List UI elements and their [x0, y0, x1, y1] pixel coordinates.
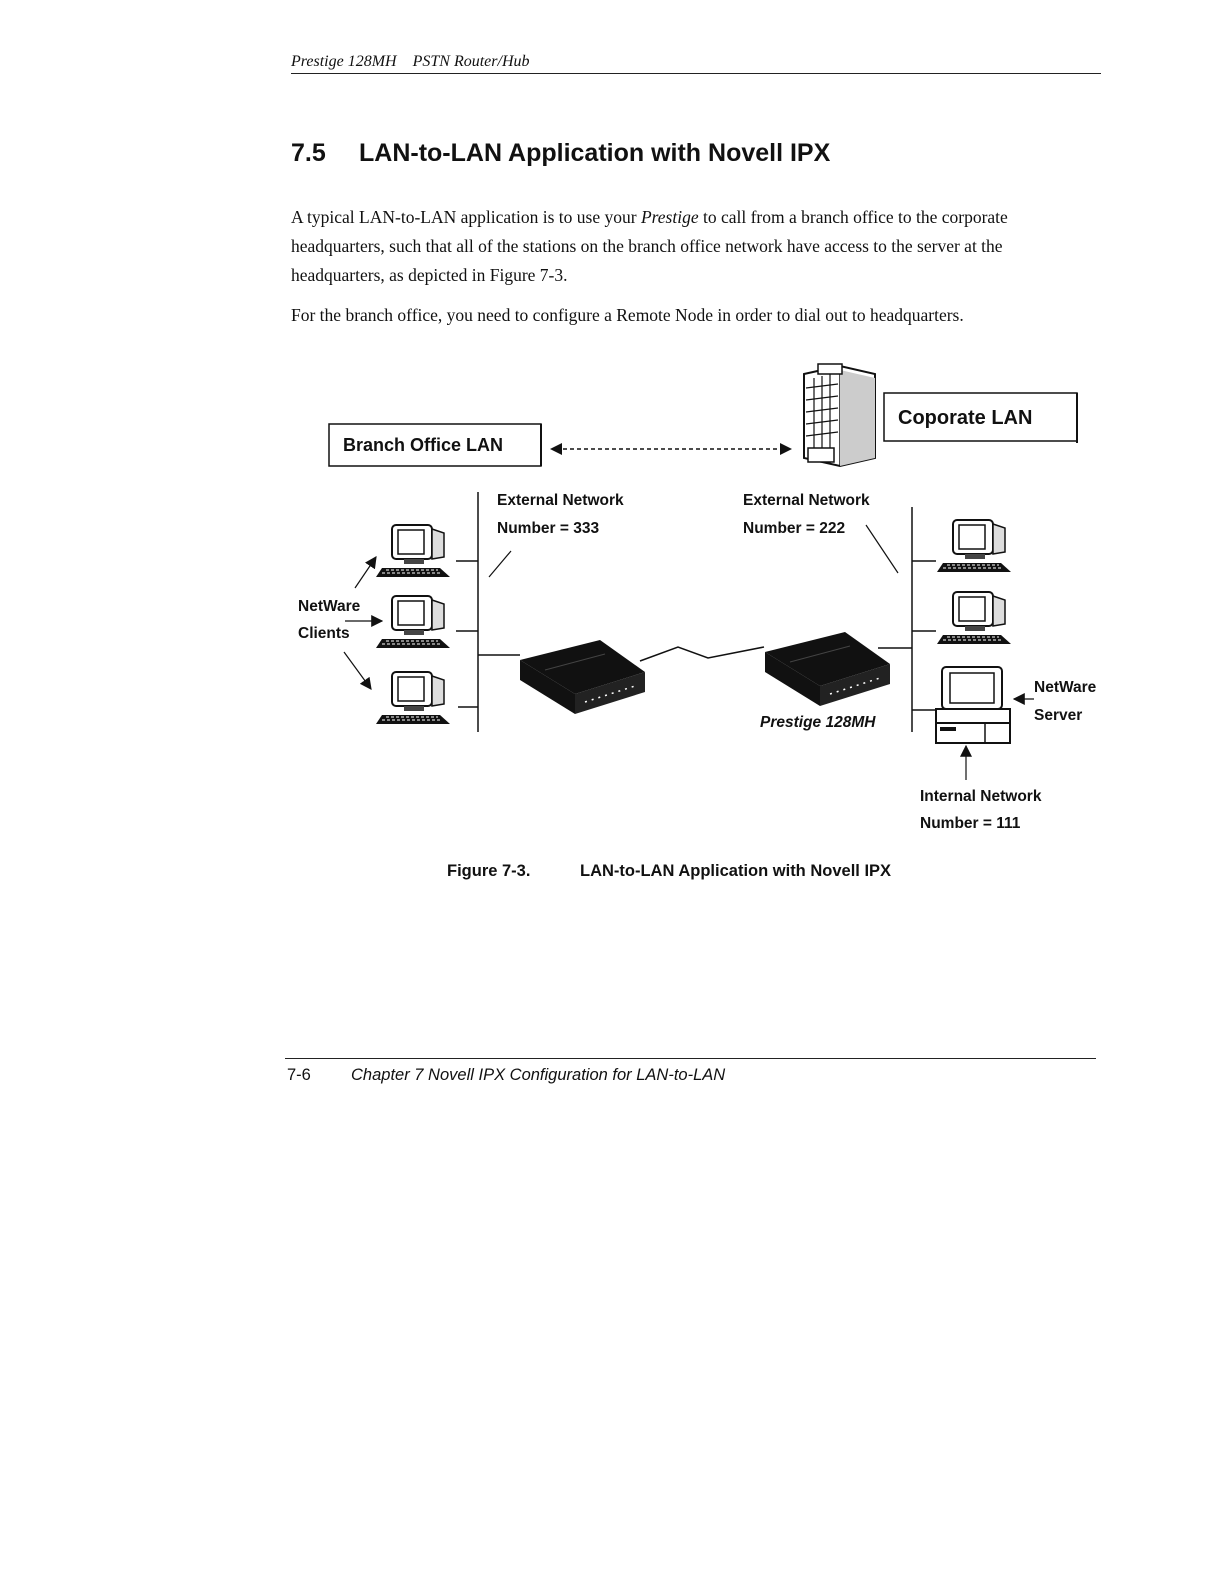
- corporate-lan-label: Coporate LAN: [898, 407, 1032, 429]
- section-heading: 7.5 LAN-to-LAN Application with Novell IP…: [291, 139, 830, 168]
- client-computer-icon: [375, 595, 451, 649]
- server-label-line2: Server: [1034, 707, 1082, 724]
- client-computer-icon: [375, 524, 451, 578]
- paragraph-intro-part2: to call from a branch office to the corp…: [291, 207, 1008, 285]
- ext-right-line2: Number = 222: [743, 520, 845, 537]
- header-product: Prestige 128MH: [291, 53, 397, 70]
- router-icon-corporate: [764, 631, 891, 707]
- ext-right-line1: External Network: [743, 492, 870, 509]
- section-number: 7.5: [291, 139, 326, 167]
- server-label-line1: NetWare: [1034, 679, 1097, 696]
- branch-lan-label: Branch Office LAN: [343, 435, 503, 455]
- header-rule: [291, 73, 1101, 74]
- netware-server-icon: [935, 666, 1011, 744]
- workstation-icon: [936, 519, 1012, 573]
- caption-title: LAN-to-LAN Application with Novell IPX: [580, 862, 892, 880]
- figure-caption: Figure 7-3. LAN-to-LAN Application with N…: [447, 862, 891, 881]
- ext-left-line2: Number = 333: [497, 520, 599, 537]
- workstation-icon: [936, 591, 1012, 645]
- paragraph-intro-product: Prestige: [640, 207, 699, 227]
- running-header: Prestige 128MH PSTN Router/Hub: [291, 53, 530, 71]
- footer-rule: [285, 1058, 1096, 1059]
- page-number: 7-6: [287, 1066, 311, 1084]
- paragraph-intro: A typical LAN-to-LAN application is to u…: [291, 203, 1091, 290]
- paragraph-remote-node: For the branch office, you need to confi…: [291, 305, 964, 325]
- corporate-lan-box: [883, 392, 1078, 442]
- internal-line2: Number = 111: [920, 815, 1021, 832]
- headquarters-building-icon: [803, 363, 876, 468]
- paragraph-intro-part1: A typical LAN-to-LAN application is to u…: [291, 207, 641, 227]
- internal-line1: Internal Network: [920, 788, 1042, 805]
- clients-label-line1: NetWare: [298, 598, 361, 615]
- router-icon-branch: [519, 639, 646, 715]
- router-label: Prestige 128MH: [760, 714, 876, 731]
- client-computer-icon: [375, 671, 451, 725]
- ext-left-line1: External Network: [497, 492, 624, 509]
- header-subtitle: PSTN Router/Hub: [412, 53, 530, 70]
- clients-label-line2: Clients: [298, 625, 350, 642]
- pstn-link: [639, 646, 765, 662]
- section-title: LAN-to-LAN Application with Novell IPX: [359, 139, 831, 167]
- footer-chapter-title: Chapter 7 Novell IPX Configuration for L…: [351, 1066, 726, 1084]
- caption-number: Figure 7-3.: [447, 862, 531, 880]
